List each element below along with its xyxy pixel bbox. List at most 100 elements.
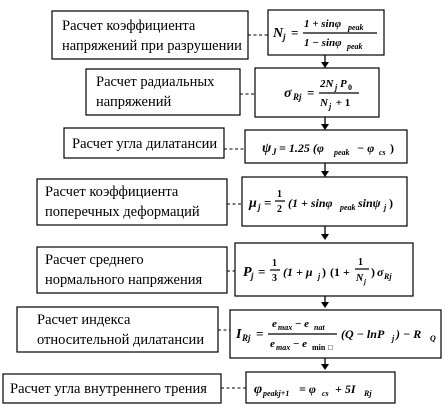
f6-num-sub2: nat [314, 323, 325, 332]
f4-half-den: 2 [277, 204, 282, 215]
formula-2-box [254, 67, 380, 118]
f5-third-num: 1 [272, 258, 277, 269]
f2-den: N [319, 97, 329, 109]
step-5-label-line-1: Расчет среднего [45, 252, 144, 268]
f7-rhs-a: = φ [296, 382, 316, 396]
f6-num-sub1: max [278, 323, 292, 332]
f3-rhs-b: − φ [354, 141, 374, 155]
f2-lhs: σ [284, 86, 292, 101]
f4-lhs: μ [248, 196, 257, 211]
f5-third-den: 3 [272, 273, 277, 284]
f4-half-num: 1 [277, 189, 282, 200]
step-5-label-line-2: нормального напряжения [45, 272, 202, 288]
arrow-head-6-7 [321, 364, 329, 370]
formula-4-box [241, 176, 408, 227]
f4-body-a-sub: peak [339, 203, 356, 212]
step-4-label-line-2: поперечных деформаций [45, 204, 200, 220]
connectors [218, 34, 268, 389]
f5-paren-open: (1 + [330, 265, 350, 279]
f6-den-sub1: max [276, 343, 290, 352]
step-7-label-box [2, 373, 222, 404]
arrow-head-1-2 [321, 62, 329, 68]
f1-lhs: N [272, 26, 284, 41]
step-2-label-box [85, 68, 241, 116]
step-1-label-line-2: напряжений при разрушении [62, 38, 242, 54]
f2-num-b-sub: 0 [348, 83, 352, 92]
step-6-label-line-1: Расчет индекса [37, 312, 131, 328]
f7-rhs-b: + 5I [332, 382, 357, 396]
f1-den: 1 − sinφ [304, 37, 342, 49]
formula-6: I Rj = e max − e nat e max − e min □ (Q … [235, 318, 436, 352]
arrow-head-3-4 [321, 171, 329, 177]
step-5: Расчет среднего нормального напряжения P… [36, 242, 414, 297]
f2-num-a-sub: j [333, 83, 338, 92]
step-7-label-line-1: Расчет угла внутреннего трения [10, 381, 207, 397]
step-4: Расчет коэффициента поперечных деформаци… [36, 176, 408, 227]
f4-eq: = [264, 195, 271, 210]
f6-num-mid: − e [292, 318, 309, 330]
f3-lhs-sub: J [271, 147, 277, 157]
f5-tail: σ [377, 265, 384, 279]
f1-eq: = [291, 25, 298, 40]
f3-rhs-b-sub: cs [379, 148, 386, 157]
f1-den-sub: peak [346, 42, 363, 51]
f5-body-a-end: ) [322, 265, 326, 279]
formula-7: φ peakj+1 = φ cs + 5I Rj [254, 382, 372, 398]
f2-eq: = [307, 85, 314, 100]
f5-inv-num: 1 [358, 257, 363, 268]
f5-inv-den: N [355, 273, 364, 284]
f5-inv-den-sub: j [363, 278, 366, 286]
f6-lhs: I [235, 327, 242, 342]
arrow-head-5-6 [321, 302, 329, 308]
step-6: Расчет индекса относительной дилатансии … [16, 306, 442, 359]
formula-5-box [234, 242, 414, 297]
step-1: Расчет коэффициента напряжений при разру… [51, 9, 385, 60]
f6-den-sub2: min [312, 343, 326, 352]
f3-rhs-a: = 1.25 (φ [276, 141, 324, 155]
f5-paren-close: ) [371, 265, 375, 279]
f5-lhs: P [243, 265, 252, 280]
f2-den-sub: j [327, 102, 332, 111]
f1-lhs-sub: j [281, 32, 286, 42]
step-3: Расчет угла дилатансии ψ J = 1.25 (φ pea… [63, 127, 408, 164]
step-2: Расчет радиальных напряжений σ Rj = 2N j… [85, 67, 380, 118]
flow-arrows [321, 55, 329, 370]
arrow-head-4-5 [321, 234, 329, 240]
f6-lhs-sub: Rj [241, 333, 251, 343]
step-6-label-line-2: относительной дилатансии [37, 332, 204, 348]
f6-body-end-sub: Q [430, 334, 436, 343]
f3-lhs: ψ [262, 141, 272, 156]
step-3-label-line-1: Расчет угла дилатансии [72, 136, 217, 152]
f5-eq: = [258, 264, 265, 279]
step-2-label-line-1: Расчет радиальных [96, 74, 215, 90]
formula-7-box [245, 371, 396, 404]
f2-den-tail: + 1 [333, 97, 350, 109]
f6-den-mid: − e [290, 338, 307, 350]
arrow-head-2-3 [321, 124, 329, 130]
step-3-label-box [63, 127, 225, 159]
formula-4: μ j = 1 2 (1 + sinφ peak sinψ j ) [248, 189, 393, 215]
step-4-label-box [36, 178, 228, 226]
f5-body-a: (1 + μ [283, 265, 313, 279]
f7-rhs-a-sub: cs [322, 389, 329, 398]
f1-num: 1 + sinφ [304, 18, 342, 30]
f6-body: (Q − lnP [341, 327, 385, 341]
step-2-label-line-2: напряжений [96, 94, 171, 110]
f5-tail-sub: Rj [383, 272, 392, 281]
step-5-label-box [36, 246, 228, 294]
formula-1: N j = 1 + sinφ peak 1 − sinφ peak [272, 18, 377, 51]
f3-rhs-a-sub: peak [333, 148, 350, 157]
formula-3-box [244, 129, 408, 164]
f7-lhs-sub: peakj+1 [262, 389, 289, 398]
f6-body-sub: j [390, 334, 395, 343]
step-1-label-box [51, 10, 249, 60]
f2-num-b: P [340, 78, 347, 90]
f4-lhs-sub: j [256, 202, 261, 212]
f7-lhs: φ [254, 382, 262, 397]
f6-body-end: ) − R [395, 327, 421, 341]
f5-body-a-sub: j [316, 272, 321, 281]
formula-5: P j = 1 3 (1 + μ j ) (1 + 1 N j ) σ Rj [243, 257, 392, 286]
formula-3: ψ J = 1.25 (φ peak − φ cs ) [262, 141, 394, 157]
f6-den-box: □ [328, 343, 333, 352]
